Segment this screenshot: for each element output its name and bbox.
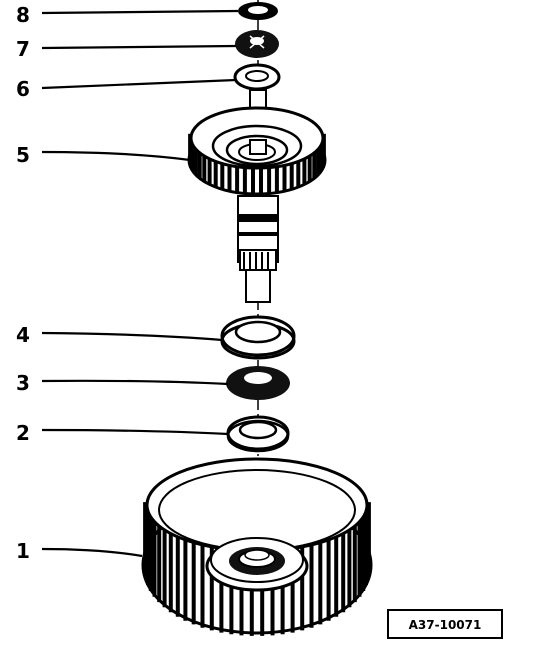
part-3-washer bbox=[226, 366, 290, 400]
callout-label-4: 4 bbox=[16, 323, 30, 347]
callout-label-3: 3 bbox=[16, 371, 30, 395]
callout-label-5: 5 bbox=[16, 143, 30, 167]
callout-label-7: 7 bbox=[16, 37, 30, 61]
figure-reference-text: A37-10071 bbox=[409, 618, 482, 632]
part-4-ring bbox=[220, 315, 296, 360]
callout-4: 4 bbox=[16, 323, 223, 347]
callout-1: 1 bbox=[16, 539, 143, 563]
part-6-ring bbox=[233, 63, 281, 91]
callout-label-6: 6 bbox=[16, 77, 30, 101]
callout-8: 8 bbox=[16, 3, 239, 27]
part-8-ring bbox=[238, 2, 278, 20]
callout-label-8: 8 bbox=[16, 3, 30, 27]
callout-7: 7 bbox=[16, 37, 237, 61]
callout-3: 3 bbox=[16, 371, 229, 395]
figure-reference-box: A37-10071 bbox=[387, 609, 503, 639]
part-5-gear-shaft bbox=[187, 89, 327, 303]
part-7-washer bbox=[235, 30, 279, 58]
part-1-drum bbox=[141, 457, 373, 636]
callout-label-1: 1 bbox=[16, 539, 30, 563]
callout-label-2: 2 bbox=[16, 421, 30, 445]
callout-2: 2 bbox=[16, 421, 229, 445]
part-2-ring bbox=[226, 415, 290, 453]
callout-6: 6 bbox=[16, 77, 237, 101]
callout-5: 5 bbox=[16, 143, 191, 167]
